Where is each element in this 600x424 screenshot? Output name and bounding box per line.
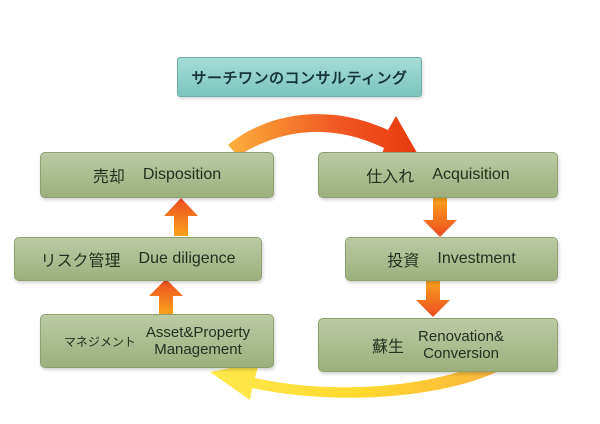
node-due-diligence: リスク管理 Due diligence [14,237,262,281]
arrow-investment-to-renovation [416,280,450,317]
management-en-label: Asset&Property Management [146,324,250,359]
arrow-top-red [228,114,420,165]
renovation-jp-label: 蘇生 [372,339,405,356]
due-diligence-en-label: Due diligence [138,250,236,267]
node-management: マネジメント Asset&Property Management [40,314,274,368]
arrow-management-to-duediligence [149,279,183,314]
renovation-en-line2: Conversion [423,345,499,362]
renovation-en-line1: Renovation& [418,327,504,345]
disposition-en-label: Disposition [142,166,222,183]
renovation-en-label: Renovation& Conversion [418,328,504,363]
management-en-line2: Management [154,341,242,358]
node-disposition: 売却 Disposition [40,152,274,198]
management-en-line1: Asset&Property [145,323,251,341]
node-acquisition: 仕入れ Acquisition [318,152,558,198]
node-investment: 投資 Investment [345,237,558,281]
acquisition-en-label: Acquisition [432,166,510,183]
arrow-bottom-yellow [210,352,512,400]
diagram-title-label: サーチワンのコンサルティング [191,69,408,87]
arrow-acquisition-to-investment [423,198,457,237]
diagram-title: サーチワンのコンサルティング [177,57,422,97]
due-diligence-jp-label: リスク管理 [40,253,121,270]
investment-jp-label: 投資 [387,253,420,270]
investment-en-label: Investment [437,250,516,267]
node-renovation: 蘇生 Renovation& Conversion [318,318,558,372]
acquisition-jp-label: 仕入れ [366,169,415,186]
disposition-jp-label: 売却 [92,169,125,186]
management-jp-label: マネジメント [63,334,136,349]
arrow-duediligence-to-disposition [164,198,198,236]
